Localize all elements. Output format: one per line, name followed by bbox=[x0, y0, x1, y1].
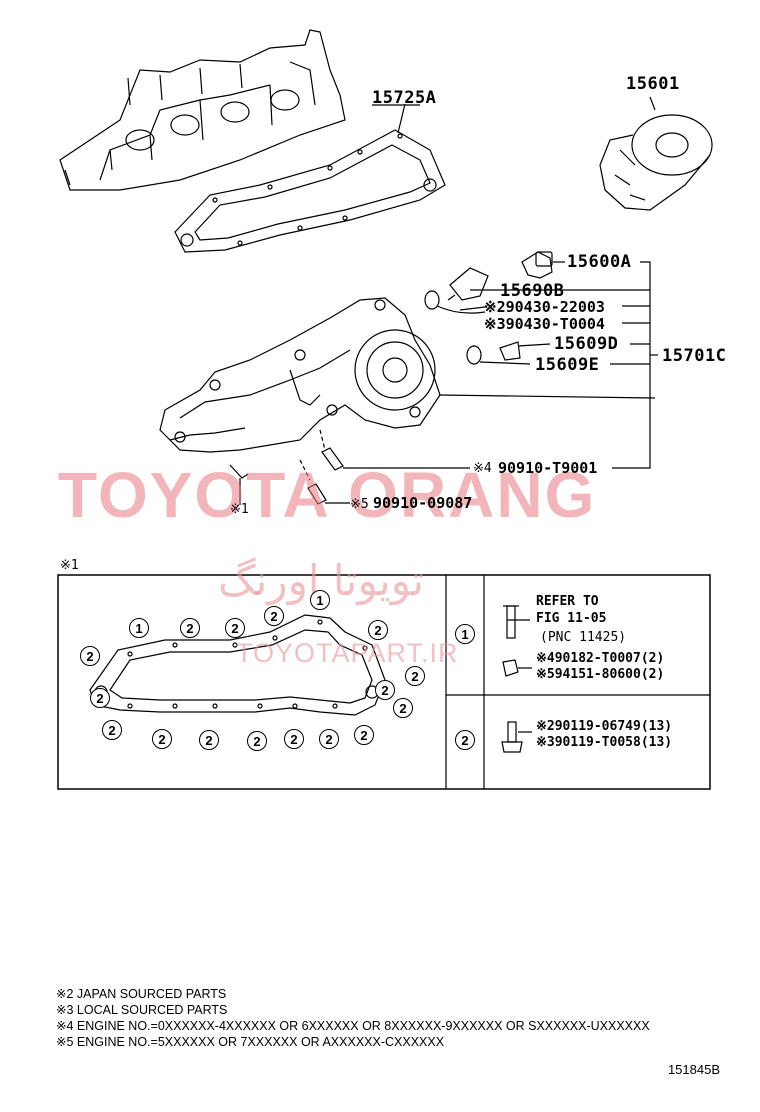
part-number[interactable]: ※290119-06749(13) bbox=[536, 719, 673, 734]
part-number[interactable]: ※390119-T0058(13) bbox=[536, 735, 673, 750]
bolt-marker: 2 bbox=[368, 620, 388, 640]
part-number[interactable]: ※594151-80600(2) bbox=[536, 667, 665, 682]
callout-stud-5[interactable]: 90910-09087 bbox=[373, 494, 473, 512]
callout-sensor[interactable]: 15600A bbox=[567, 252, 632, 272]
bolt-marker: 2 bbox=[90, 688, 110, 708]
figure-code: 151845B bbox=[667, 1062, 720, 1077]
bolt-marker: 2 bbox=[180, 618, 200, 638]
bolt-marker: 1 bbox=[129, 618, 149, 638]
footnote: ※2 JAPAN SOURCED PARTS bbox=[56, 987, 227, 1001]
row-marker-2: 2 bbox=[455, 730, 475, 750]
refer-line-3: (PNC 11425) bbox=[540, 630, 627, 645]
callout-switch[interactable]: 15690B bbox=[500, 281, 565, 301]
footnote: ※4 ENGINE NO.=0XXXXXX-4XXXXXX OR 6XXXXXX… bbox=[56, 1019, 650, 1033]
small-parts-illustration bbox=[229, 251, 658, 505]
bolt-marker: 2 bbox=[264, 606, 284, 626]
bolt-marker: 2 bbox=[319, 729, 339, 749]
callout-stud-4[interactable]: 90910-T9001 bbox=[498, 459, 598, 477]
bolt-marker: 2 bbox=[354, 725, 374, 745]
callout-stud-5-mark: ※5 bbox=[350, 497, 369, 512]
refer-line-2[interactable]: FIG 11-05 bbox=[536, 611, 607, 626]
refer-line-1: REFER TO bbox=[536, 594, 599, 609]
bolt-marker: 2 bbox=[152, 729, 172, 749]
watermark-brand: TOYOTA ORANG bbox=[58, 459, 597, 531]
footnote: ※3 LOCAL SOURCED PARTS bbox=[56, 1003, 228, 1017]
callout-stud-4-mark: ※4 bbox=[473, 461, 492, 476]
bolt-marker: 2 bbox=[405, 666, 425, 686]
bolt-marker: 2 bbox=[199, 730, 219, 750]
bolt-marker: 2 bbox=[393, 698, 413, 718]
bolt-marker: 2 bbox=[284, 729, 304, 749]
callout-gasket[interactable]: 15725A bbox=[372, 88, 437, 108]
footnote: ※5 ENGINE NO.=5XXXXXX OR 7XXXXXX OR AXXX… bbox=[56, 1035, 445, 1049]
callout-gasket-e[interactable]: 15609E bbox=[535, 355, 600, 375]
watermark-url: TOYOTAPART.IR bbox=[236, 638, 459, 668]
detail-box-frame bbox=[57, 574, 711, 790]
oil-cooler-assembly-illustration bbox=[159, 297, 656, 453]
oil-cooler-gasket-illustration bbox=[174, 103, 446, 253]
engine-block-illustration bbox=[59, 29, 346, 191]
bolt-marker: 2 bbox=[80, 646, 100, 666]
callout-gasket-local[interactable]: ※390430-T0004 bbox=[484, 315, 605, 333]
callout-plug[interactable]: 15609D bbox=[554, 334, 619, 354]
bolt-marker: 2 bbox=[247, 731, 267, 751]
part-number[interactable]: ※490182-T0007(2) bbox=[536, 651, 665, 666]
bolt-marker: 1 bbox=[310, 590, 330, 610]
bolt-marker: 2 bbox=[102, 720, 122, 740]
callout-detail-ref[interactable]: ※1 bbox=[230, 502, 249, 517]
oil-filter-illustration bbox=[599, 96, 713, 211]
callout-oil-filter[interactable]: 15601 bbox=[626, 74, 680, 94]
bolt-marker: 2 bbox=[375, 680, 395, 700]
detail-title: ※1 bbox=[60, 558, 79, 573]
callout-cooler-assembly[interactable]: 15701C bbox=[662, 346, 727, 366]
callout-gasket-japan[interactable]: ※290430-22003 bbox=[484, 298, 605, 316]
bolt-marker: 2 bbox=[225, 618, 245, 638]
row-marker-1: 1 bbox=[455, 624, 475, 644]
